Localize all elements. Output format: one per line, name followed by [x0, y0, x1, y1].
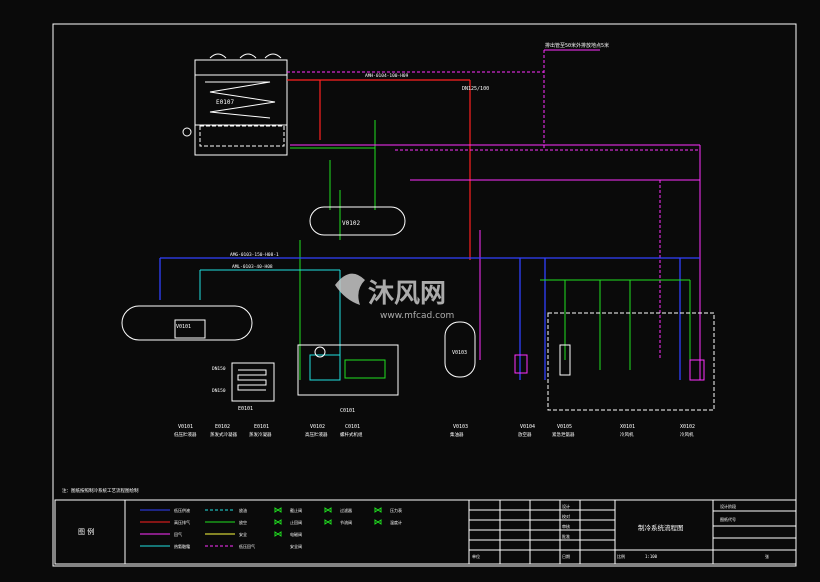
title-block-approve: 批准 — [562, 533, 570, 539]
equipment-label-row: V0101 低压贮液器 E0102 蒸发式冷凝器 E0101 蒸发冷凝器 V01… — [174, 424, 695, 438]
title-block-design: 设计 — [562, 503, 570, 509]
e0101-tag: E0101 — [238, 406, 253, 412]
legend-title: 图 例 — [78, 527, 94, 536]
legend-item-12: 过滤器 — [340, 507, 352, 513]
title-block-audit: 审核 — [562, 523, 570, 529]
legend-item-8: 截止阀 — [290, 507, 302, 513]
watermark-logo-icon — [335, 273, 365, 305]
evaporative-condenser-e0107: E0107 — [182, 53, 288, 156]
heat-exchanger-e0101: E0101 DN150 DN150 — [212, 362, 275, 412]
label-desc-1: 蒸发式冷凝器 — [210, 431, 237, 438]
label-tag-6: V0104 — [520, 424, 535, 430]
title-block-scale: 1:100 — [645, 554, 658, 559]
legend-item-1: 高压排气 — [174, 519, 190, 525]
amh-left2-label: AML-0103-40-H08 — [232, 264, 273, 270]
label-desc-4: 螺杆式机组 — [340, 431, 363, 438]
purger-v0104 — [514, 354, 528, 374]
oil-collector-v0103: V0103 — [444, 321, 476, 378]
label-tag-9: X0102 — [680, 424, 695, 430]
title-block-sheet: 张 — [765, 553, 769, 559]
label-tag-0: V0101 — [178, 424, 193, 430]
legend-item-6: 安全 — [239, 531, 247, 537]
legend-item-3: 热氨融霜 — [174, 543, 190, 549]
legend-item-15: 温度计 — [390, 519, 402, 525]
title-block: 设计 校对 审核 批准 单位 日期 制冷系统流程图 比例 1:100 张 设计阶… — [468, 499, 797, 565]
drawing-frame — [52, 23, 797, 567]
label-tag-2: E0101 — [254, 424, 269, 430]
legend-item-2: 回气 — [174, 531, 182, 537]
title-block-project: 设计阶段 — [720, 503, 736, 509]
label-desc-6: 放空器 — [518, 431, 532, 438]
top-note-label: 排出管至50米外排放地点5米 — [545, 42, 609, 49]
title-block-dwg-no: 图纸代号 — [720, 516, 736, 522]
label-desc-5: 集油器 — [450, 431, 464, 438]
dn125-label: DN125/100 — [462, 86, 489, 92]
label-tag-3: V0102 — [310, 424, 325, 430]
label-tag-1: E0102 — [215, 424, 230, 430]
legend-item-10: 电磁阀 — [290, 531, 302, 537]
cold-room-boundary — [547, 312, 715, 411]
watermark: 沐风网 www.mfcad.com — [335, 273, 454, 321]
label-tag-7: V0105 — [557, 424, 572, 430]
e0107-tag: E0107 — [216, 99, 234, 106]
watermark-url: www.mfcad.com — [380, 311, 454, 321]
legend: 图 例 低压供液 高压排气 回气 热氨融霜 放油 放空 安全 低压回气 截止阀 … — [54, 499, 470, 565]
title-block-unit: 单位 — [472, 553, 480, 559]
amh-left-label: AMG-0103-150-H08-1 — [230, 252, 279, 258]
legend-item-9: 止回阀 — [290, 519, 302, 525]
dn150-b-label: DN150 — [212, 388, 226, 394]
v0103-tag: V0103 — [452, 350, 467, 356]
v0102-tag: V0102 — [342, 220, 360, 227]
drawing-note: 注：图纸按照制冷系统工艺流程图绘制 — [62, 487, 139, 494]
air-cooler-x0102 — [689, 359, 705, 381]
c0101-tag: C0101 — [340, 408, 355, 414]
label-desc-0: 低压贮液器 — [174, 431, 197, 438]
amh-top-label: AMH-0104-100-H09 — [365, 73, 409, 79]
screw-compressor-c0101: C0101 — [297, 344, 399, 414]
drawing-title: 制冷系统流程图 — [638, 523, 684, 532]
title-block-check: 校对 — [562, 513, 570, 519]
label-tag-5: V0103 — [453, 424, 468, 430]
dn150-a-label: DN150 — [212, 366, 226, 372]
legend-item-13: 节流阀 — [340, 519, 352, 525]
legend-item-0: 低压供液 — [174, 507, 190, 513]
title-block-scale-label: 比例 — [617, 553, 625, 559]
legend-item-14: 压力表 — [390, 507, 402, 513]
legend-item-4: 放油 — [239, 507, 247, 513]
label-desc-9: 冷风机 — [680, 431, 694, 438]
v0101-tag: V0101 — [176, 324, 191, 330]
label-tag-4: C0101 — [345, 424, 360, 430]
legend-item-11: 安全阀 — [290, 543, 302, 549]
title-block-date: 日期 — [562, 553, 570, 559]
label-desc-8: 冷风机 — [620, 431, 634, 438]
legend-item-5: 放空 — [239, 519, 247, 525]
label-desc-7: 紧急泄氨器 — [552, 431, 575, 438]
legend-item-7: 低压回气 — [239, 543, 255, 549]
label-tag-8: X0101 — [620, 424, 635, 430]
low-pressure-receiver-v0101: V0101 — [121, 305, 253, 341]
label-desc-3: 高压贮液器 — [305, 431, 328, 438]
high-pressure-receiver-v0102: V0102 — [309, 206, 406, 236]
watermark-brand: 沐风网 — [368, 279, 446, 309]
emergency-v0105 — [559, 344, 571, 376]
label-desc-2: 蒸发冷凝器 — [249, 431, 272, 438]
